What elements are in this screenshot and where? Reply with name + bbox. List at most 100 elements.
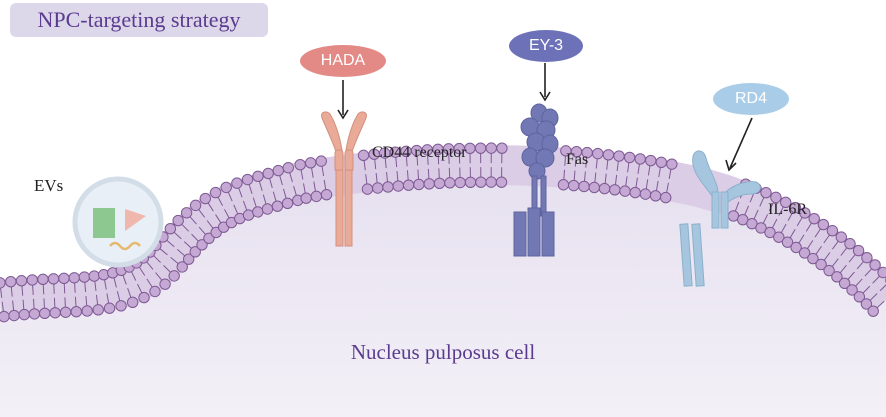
lipid-head xyxy=(26,274,38,286)
lipid-head xyxy=(281,197,294,210)
lipid-tail xyxy=(293,185,297,196)
lipid-tail xyxy=(238,187,243,198)
lipid-head xyxy=(58,272,70,285)
label-il6r: IL-6R xyxy=(768,201,808,218)
lipid-tail xyxy=(787,211,794,221)
lipid-tail xyxy=(666,182,669,193)
lipid-tail xyxy=(595,158,598,169)
binding-arrows xyxy=(337,63,753,172)
lipid-head xyxy=(209,186,222,199)
lipid-tails xyxy=(0,153,886,312)
lipid-head xyxy=(454,176,466,189)
lipid-head xyxy=(68,272,80,284)
lipid-tail xyxy=(282,188,287,199)
lipid-head xyxy=(655,156,668,168)
lipid-head xyxy=(634,153,646,165)
lipid-tail xyxy=(831,240,839,250)
lipid-tail xyxy=(872,275,880,284)
lipid-head xyxy=(149,285,161,298)
lipid-tail xyxy=(303,183,306,194)
lipid-tail xyxy=(427,155,429,165)
ligand-ey3: EY-3 xyxy=(509,30,583,62)
lipid-tail xyxy=(375,173,378,183)
lipid-tail xyxy=(744,205,750,216)
lipid-tail xyxy=(22,299,25,310)
lipid-tail xyxy=(106,293,110,304)
lipid-head xyxy=(252,206,264,218)
lipid-head xyxy=(755,222,767,234)
lipid-head xyxy=(294,158,306,171)
lipid-tail xyxy=(146,278,153,288)
lipid-tail xyxy=(798,234,805,244)
lipid-tail xyxy=(242,200,248,211)
lipid-tail xyxy=(862,285,871,294)
lipid-tail xyxy=(753,209,759,220)
lipid-tail xyxy=(805,222,812,232)
lipid-tail xyxy=(122,275,127,285)
lipid-tail xyxy=(363,160,366,171)
lipid-head xyxy=(781,236,794,248)
lipid-tail xyxy=(215,214,222,224)
lipid-head xyxy=(869,259,881,271)
lipid-tail xyxy=(771,218,778,229)
il6r-receptor xyxy=(679,150,761,287)
lipid-tail xyxy=(198,209,206,218)
lipid-head xyxy=(639,188,652,200)
lipid-tail xyxy=(74,296,77,307)
lipid-head xyxy=(860,298,873,310)
lipid-head xyxy=(867,305,879,317)
lipid-head xyxy=(846,284,858,296)
lipid-tail xyxy=(768,201,775,212)
label-fas: Fas xyxy=(566,151,589,168)
lipid-tail xyxy=(95,294,99,305)
ev-cargo-triangle xyxy=(125,209,146,231)
lipid-tail xyxy=(323,179,327,190)
lipid-tail xyxy=(289,172,293,183)
lipid-head xyxy=(433,177,446,189)
lipid-tail xyxy=(365,174,368,185)
lipid-head xyxy=(464,176,477,188)
lipid-tail xyxy=(616,161,619,171)
lipid-head xyxy=(196,239,208,251)
lipid-head xyxy=(402,179,415,191)
lipid-head xyxy=(649,190,662,202)
lipid-head xyxy=(199,192,211,205)
lipid-tail xyxy=(594,172,597,183)
lipid-head xyxy=(877,266,886,279)
lipid-tail xyxy=(574,156,577,167)
lipid-tail xyxy=(625,176,628,187)
lipid-tail xyxy=(847,271,855,280)
lipid-tail xyxy=(42,284,45,295)
lipid-head xyxy=(189,199,202,212)
lipid-tail xyxy=(85,295,88,306)
lipid-head xyxy=(760,187,772,199)
lipid-head xyxy=(5,275,17,288)
lipid-head xyxy=(315,155,327,167)
lipid-tail xyxy=(94,281,97,292)
lipid-tail xyxy=(32,298,35,309)
lipid-head xyxy=(645,154,657,167)
lipid-head xyxy=(485,176,497,188)
lipid-tail xyxy=(406,170,409,181)
lipid-head xyxy=(496,142,508,154)
ev-cargo-wave xyxy=(109,241,141,251)
lipid-head xyxy=(49,307,61,319)
lipid-tail xyxy=(417,169,420,180)
cell-label: Nucleus pulposus cell xyxy=(350,340,536,364)
lipid-head xyxy=(773,231,785,243)
lipid-tail xyxy=(762,214,769,224)
lipid-tail xyxy=(233,204,239,215)
lipid-head xyxy=(241,173,254,186)
lipid-tail xyxy=(815,245,822,255)
lipid-head xyxy=(47,273,60,285)
lipid-tail xyxy=(224,209,230,219)
lipid-head xyxy=(598,182,611,195)
lipid-tail xyxy=(831,258,839,267)
lipid-head xyxy=(779,196,792,209)
lipid-head xyxy=(826,225,839,237)
lipid-head xyxy=(59,306,72,318)
lipid-head xyxy=(164,222,177,235)
lipid-head xyxy=(372,182,384,194)
lipid-tail xyxy=(183,241,192,249)
